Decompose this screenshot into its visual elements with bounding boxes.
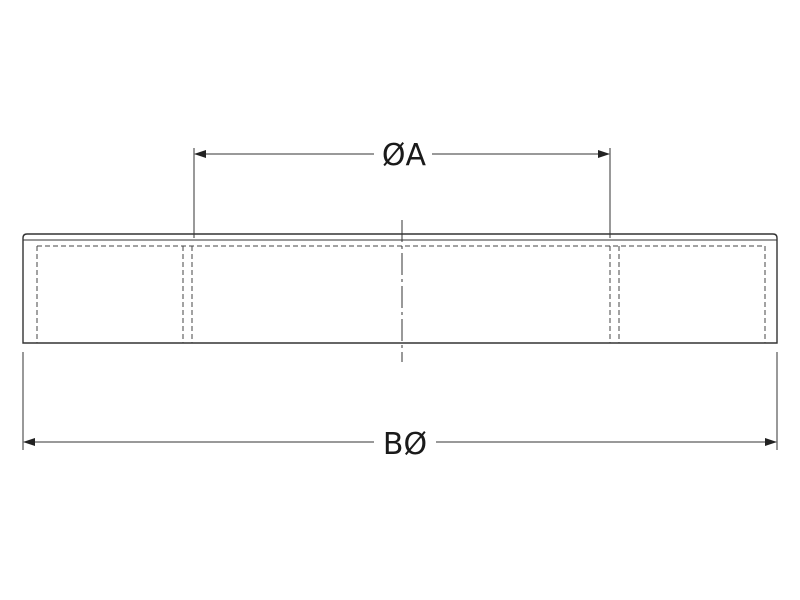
hidden-lines <box>36 245 766 343</box>
dim-b-label: BØ <box>383 427 427 462</box>
dimension-a: ØA <box>193 138 611 238</box>
part-outline <box>22 233 778 344</box>
dim-a-label: ØA <box>382 138 427 173</box>
part-body <box>22 233 778 344</box>
dimension-b: BØ <box>22 352 778 462</box>
